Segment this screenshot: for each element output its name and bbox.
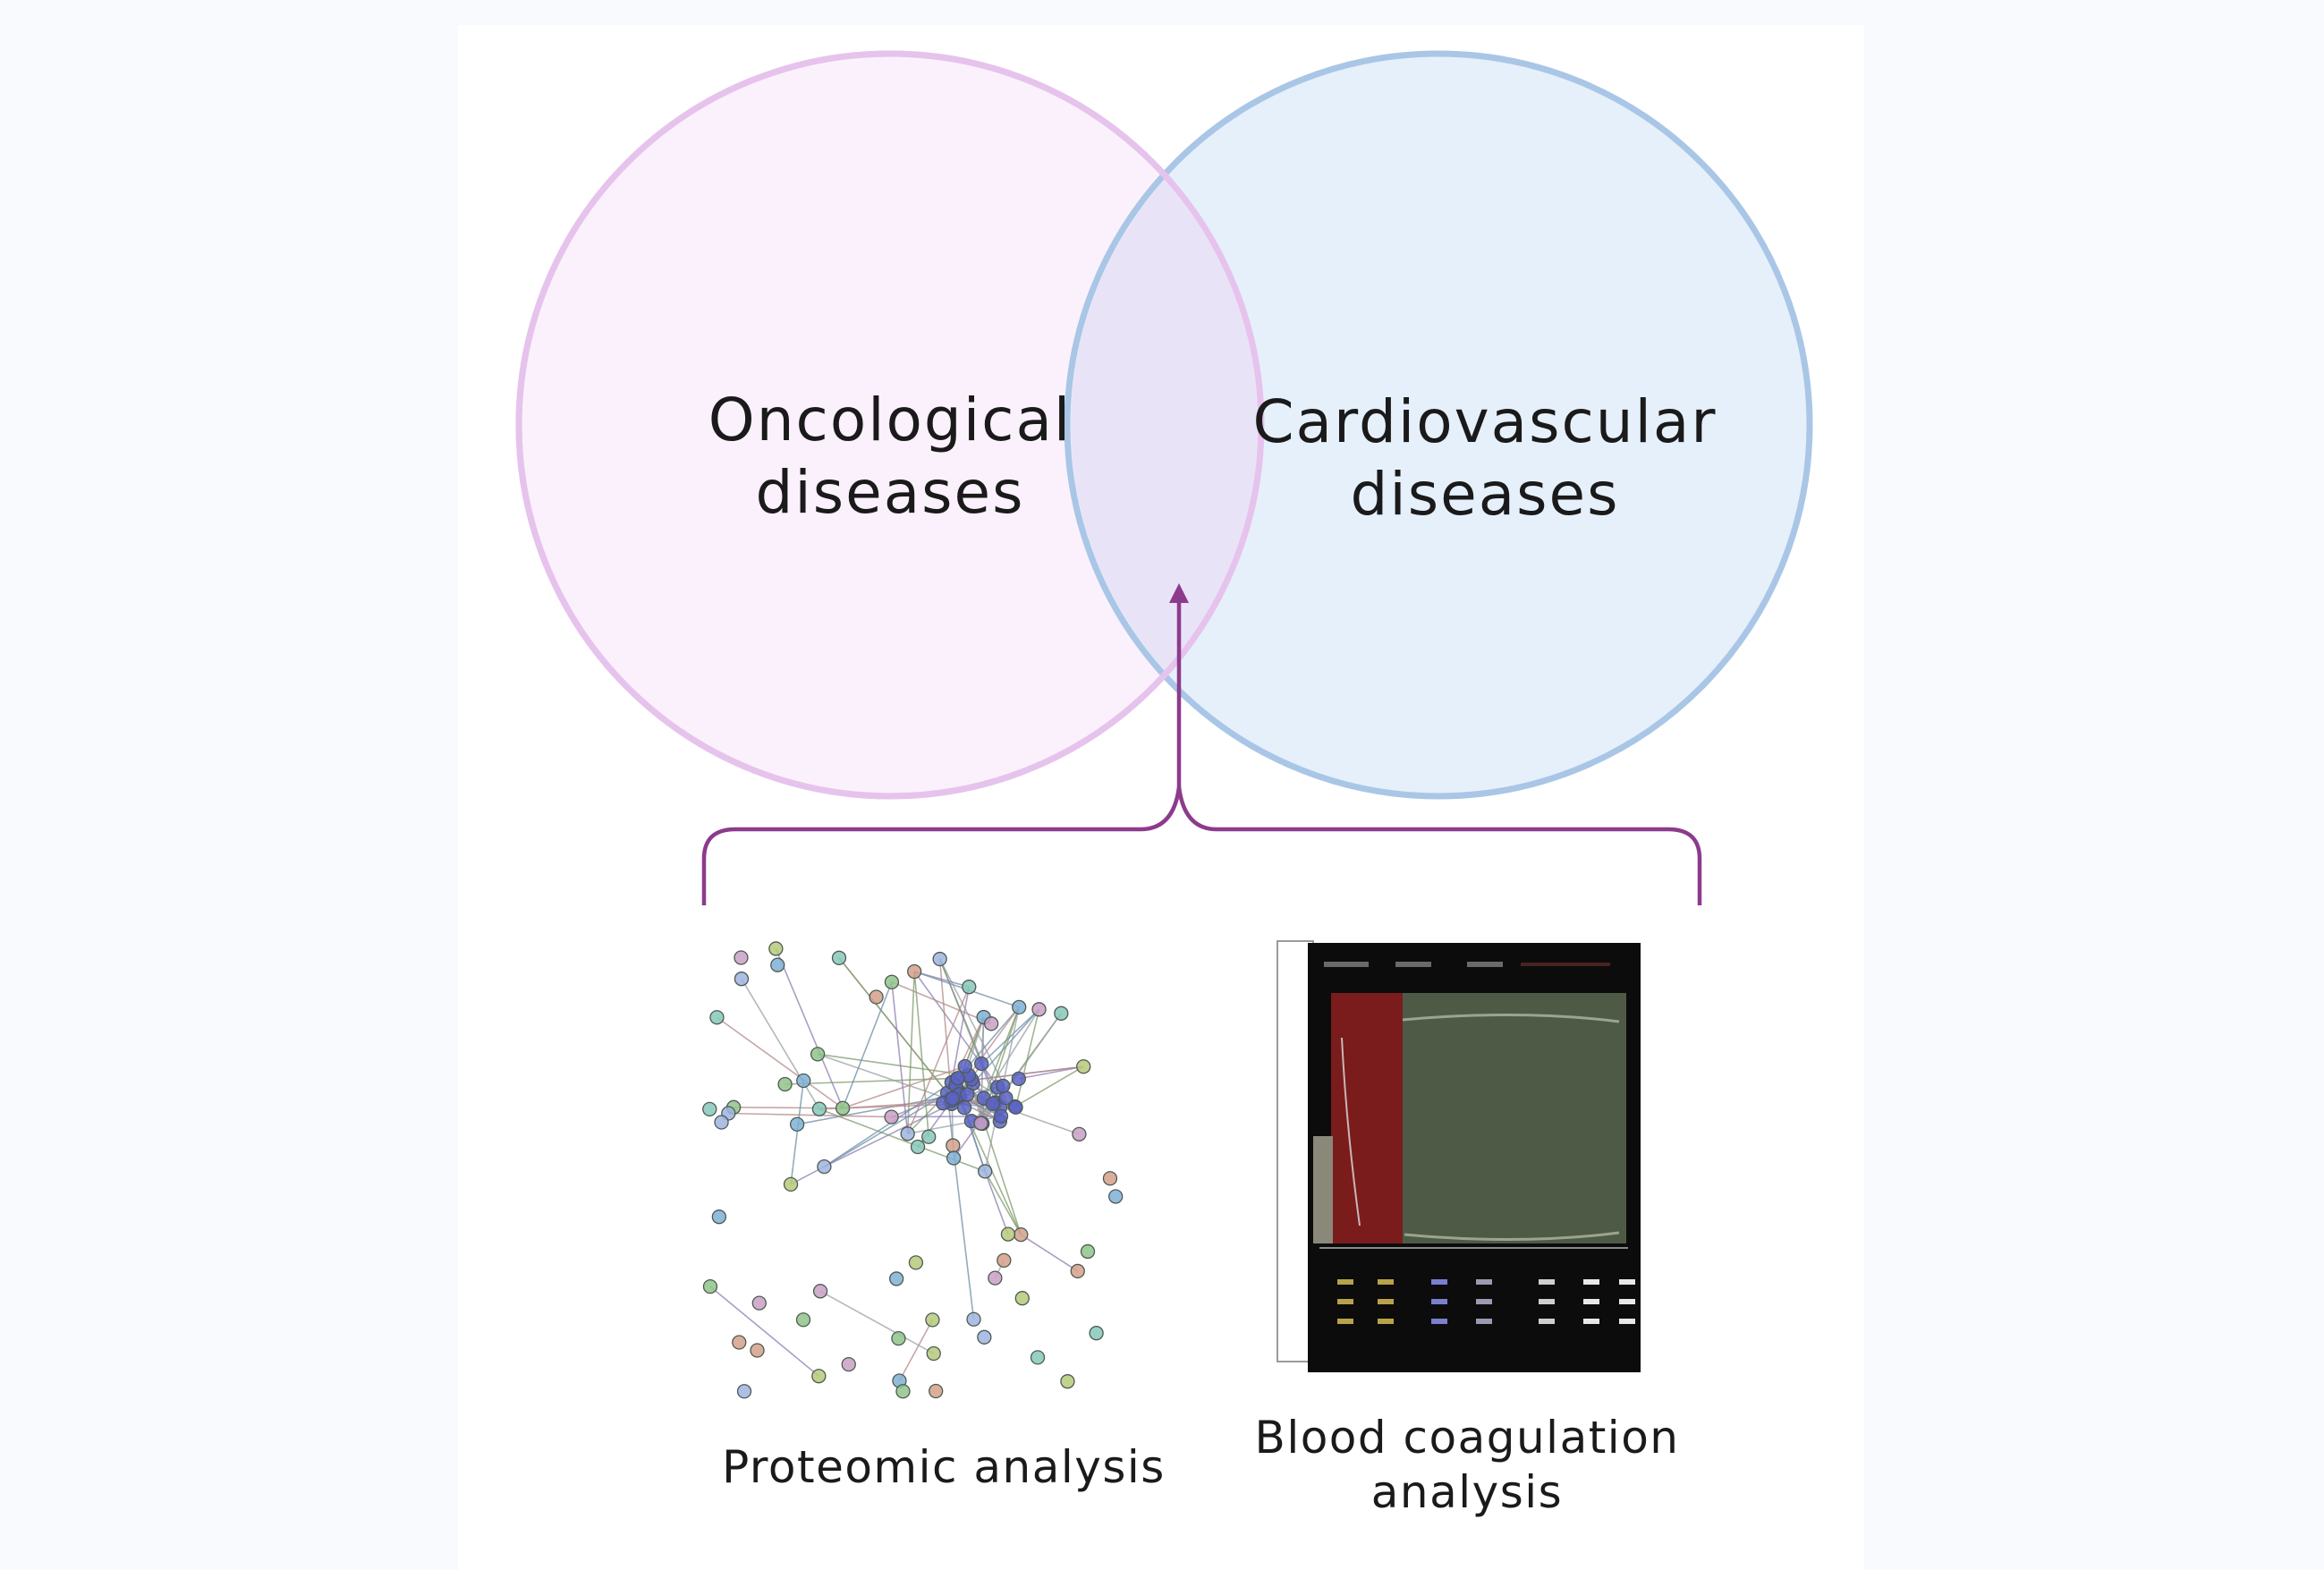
- coagulation-caption-line1: Blood coagulation: [1254, 1412, 1680, 1464]
- coagulation-caption: Blood coagulation analysis: [1226, 1411, 1709, 1520]
- oncological-label: Oncological diseases: [707, 385, 1073, 529]
- connector-bracket: [701, 595, 1702, 905]
- cardiovascular-label-line2: diseases: [1350, 459, 1620, 529]
- cardiovascular-label-line1: Cardiovascular: [1252, 387, 1718, 456]
- oncological-label-line2: diseases: [755, 457, 1025, 527]
- proteomic-caption-text: Proteomic analysis: [722, 1441, 1166, 1493]
- cardiovascular-label: Cardiovascular diseases: [1243, 386, 1726, 530]
- cardiovascular-circle: [1064, 50, 1813, 800]
- coagulation-caption-line2: analysis: [1370, 1466, 1564, 1518]
- protein-network-icon: [702, 941, 1124, 1399]
- coagulation-chart-icon: [1257, 933, 1659, 1372]
- oncological-label-line1: Oncological: [708, 386, 1073, 454]
- oncological-circle-outline: [515, 50, 1265, 800]
- arrow-head-icon: [1169, 583, 1189, 603]
- proteomic-caption: Proteomic analysis: [689, 1440, 1199, 1495]
